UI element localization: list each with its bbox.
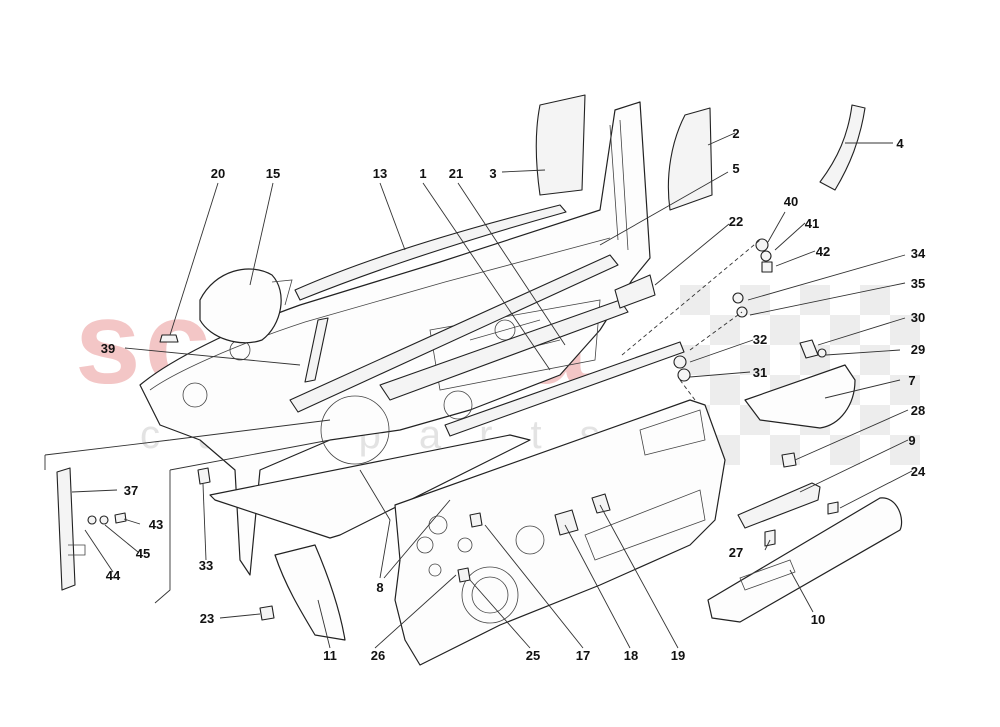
callout-26: 26 — [371, 648, 385, 663]
window-seal — [294, 204, 567, 301]
side-mirror — [199, 268, 282, 344]
callout-33: 33 — [199, 558, 213, 573]
switch-19 — [591, 493, 611, 514]
callout-29: 29 — [911, 342, 925, 357]
callout-28: 28 — [911, 403, 925, 418]
callout-42: 42 — [816, 244, 830, 259]
callout-19: 19 — [671, 648, 685, 663]
callout-10: 10 — [811, 612, 825, 627]
callout-39: 39 — [101, 341, 115, 356]
assembly-line — [621, 239, 761, 356]
callout-17: 17 — [576, 648, 590, 663]
strip-37 — [56, 467, 76, 591]
callout-18: 18 — [624, 648, 638, 663]
callout-11: 11 — [323, 648, 337, 663]
callout-32: 32 — [753, 332, 767, 347]
callout-23: 23 — [200, 611, 214, 626]
leader-lines — [71, 132, 913, 649]
callout-24: 24 — [911, 464, 926, 479]
outer-beltline-strip — [444, 341, 685, 437]
assembly-line-3 — [679, 379, 696, 401]
speaker-cover-11 — [274, 544, 346, 641]
callout-21: 21 — [449, 166, 463, 181]
callout-45: 45 — [136, 546, 150, 561]
bracket-9 — [737, 482, 821, 529]
callout-7: 7 — [908, 373, 915, 388]
fasteners — [87, 238, 839, 621]
callout-2: 2 — [732, 126, 739, 141]
callout-9: 9 — [908, 433, 915, 448]
push-pin-20 — [159, 334, 179, 343]
callout-numbers: 1 2 3 4 5 7 8 9 10 11 13 15 17 18 19 20 … — [101, 126, 926, 663]
assembly-line-2 — [689, 311, 743, 351]
switch-18 — [554, 509, 579, 536]
inner-seal-strip — [379, 299, 629, 401]
callout-27: 27 — [729, 545, 743, 560]
callout-37: 37 — [124, 483, 138, 498]
callout-25: 25 — [526, 648, 540, 663]
callout-34: 34 — [911, 246, 926, 261]
pillar-cover-2 — [667, 107, 713, 211]
callout-4: 4 — [896, 136, 904, 151]
callout-43: 43 — [149, 517, 163, 532]
curved-trim-4 — [819, 104, 866, 191]
armrest-7 — [744, 364, 856, 429]
callout-40: 40 — [784, 194, 798, 209]
pillar-trim-3 — [535, 94, 586, 196]
callout-8: 8 — [376, 580, 383, 595]
armrest-10 — [707, 497, 903, 623]
callout-44: 44 — [106, 568, 121, 583]
callout-35: 35 — [911, 276, 925, 291]
callout-20: 20 — [211, 166, 225, 181]
callout-22: 22 — [729, 214, 743, 229]
callout-15: 15 — [266, 166, 280, 181]
detail-inset-frame — [44, 419, 331, 604]
callout-31: 31 — [753, 365, 767, 380]
callout-3: 3 — [489, 166, 496, 181]
handle-bar-39 — [304, 317, 329, 383]
callout-30: 30 — [911, 310, 925, 325]
callout-1: 1 — [419, 166, 426, 181]
beltline-strip — [289, 254, 619, 413]
callout-13: 13 — [373, 166, 387, 181]
callout-41: 41 — [805, 216, 819, 231]
callout-5: 5 — [732, 161, 739, 176]
bracket-22 — [614, 274, 656, 309]
